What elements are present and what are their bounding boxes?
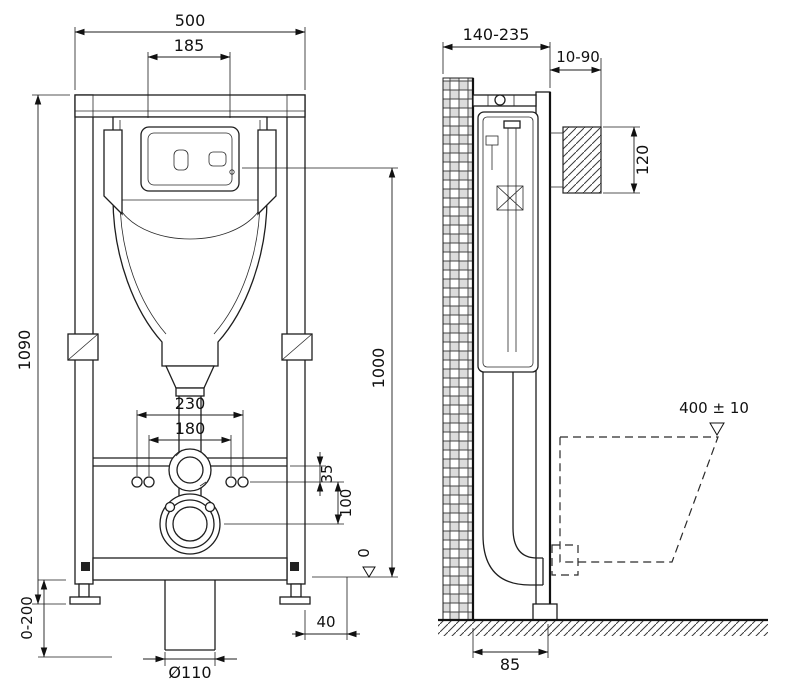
hanger-channel-right <box>257 129 277 216</box>
fixing-hole <box>131 476 143 488</box>
dim-height-1000: 1000 0 <box>242 167 398 578</box>
dim-label-180: 180 <box>175 419 206 438</box>
dim-leg-adjust: 0-200 <box>18 579 112 658</box>
dim-offset-100: 100 <box>224 481 355 525</box>
dim-label-drain: Ø110 <box>168 663 211 682</box>
dim-label-140-235: 140-235 <box>463 25 530 44</box>
fixing-rail <box>93 448 287 492</box>
fixing-hole <box>237 476 249 488</box>
dim-label-400: 400 ± 10 <box>679 399 749 417</box>
dim-width-180: 180 <box>148 419 232 476</box>
dim-offset-35: 35 <box>250 452 344 496</box>
dim-label-0-200: 0-200 <box>18 596 36 640</box>
left-foot <box>78 583 90 598</box>
dim-label-500: 500 <box>175 11 206 30</box>
cistern-side <box>477 111 544 586</box>
side-view: 140-235 10-90 120 400 ± 10 85 <box>438 25 768 674</box>
rail-foot <box>532 603 558 621</box>
frame-base <box>69 557 311 651</box>
water-inlet-boss <box>168 448 212 492</box>
flange-bolt <box>164 501 176 513</box>
flush-plate <box>140 126 240 192</box>
outlet-bend <box>482 372 543 586</box>
dim-label-10-90: 10-90 <box>556 48 600 66</box>
cistern-front <box>103 116 277 500</box>
dim-label-230: 230 <box>175 394 206 413</box>
dim-label-40: 40 <box>316 613 335 631</box>
front-view: 500 185 1090 1000 0 230 <box>15 11 398 682</box>
dim-label-35: 35 <box>318 464 336 483</box>
frame-front <box>67 94 313 585</box>
wall-hatch <box>442 77 474 621</box>
bottom-crossbar <box>92 557 288 581</box>
dim-outlet-offset: 85 <box>472 624 549 674</box>
flush-plate-block <box>562 126 602 194</box>
bracket-bolt <box>494 94 506 106</box>
dim-drain-diameter: Ø110 <box>143 652 237 682</box>
dim-label-100: 100 <box>337 489 355 518</box>
dim-width-230: 230 <box>136 394 244 476</box>
bowl-height-triangle-icon <box>709 422 725 436</box>
dim-width-185: 185 <box>147 36 231 118</box>
dim-offset-40: 40 <box>292 577 360 640</box>
drain-assembly <box>159 493 221 555</box>
dim-finish-range: 10-90 <box>549 48 602 127</box>
wall-bracket-left <box>67 333 99 361</box>
flange-bolt <box>204 501 216 513</box>
dim-bowl-height: 400 ± 10 <box>679 399 749 436</box>
right-foot <box>290 583 302 598</box>
dim-depth-range: 140-235 <box>442 25 551 88</box>
dim-plate-height: 120 <box>603 126 652 194</box>
hanger-channel-left <box>103 129 123 216</box>
flush-plate-side <box>550 126 602 194</box>
dim-height-1090: 1090 <box>15 94 70 605</box>
floor <box>438 618 768 636</box>
toilet-bowl-outline <box>551 436 719 576</box>
dim-label-1000: 1000 <box>369 348 388 389</box>
dim-label-85: 85 <box>500 655 520 674</box>
datum-zero-label: 0 <box>355 548 373 558</box>
datum-triangle-icon <box>362 566 376 578</box>
dim-width-500: 500 <box>74 11 306 90</box>
top-crossbar <box>74 94 306 118</box>
flush-funnel <box>164 365 216 389</box>
fixing-hole <box>225 476 237 488</box>
wall-section <box>442 77 475 621</box>
dim-label-120: 120 <box>633 145 652 176</box>
fixing-hole <box>143 476 155 488</box>
dim-label-185: 185 <box>174 36 205 55</box>
dim-label-1090: 1090 <box>15 330 34 371</box>
wall-bracket-right <box>281 333 313 361</box>
